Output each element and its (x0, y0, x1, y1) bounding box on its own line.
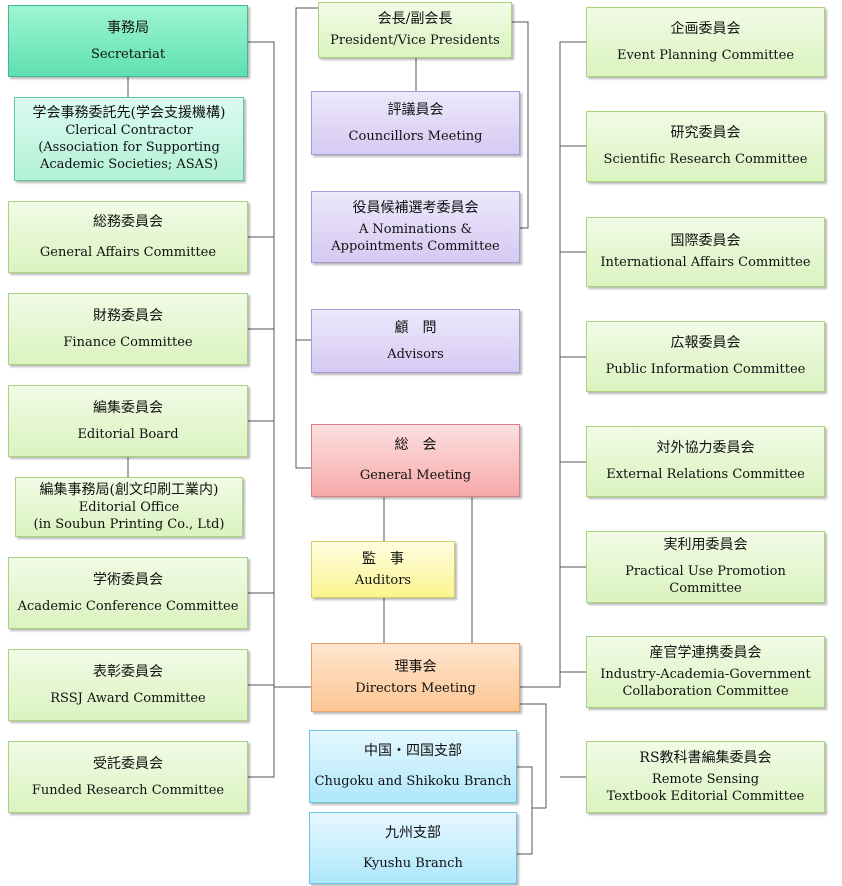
practical-use-box: 実利用委員会 Practical Use Promotion Committee (586, 531, 825, 603)
connector-line (517, 766, 533, 855)
connector-line (520, 41, 586, 688)
auditors-jp: 監 事 (362, 550, 404, 567)
secretariat-box: 事務局 Secretariat (8, 5, 248, 77)
chugoku-box: 中国・四国支部 Chugoku and Shikoku Branch (309, 730, 517, 803)
funded-research-box: 受託委員会 Funded Research Committee (8, 741, 248, 813)
nominations-box: 役員候補選考委員会 A Nominations & Appointments C… (311, 191, 520, 263)
editorial-office-box: 編集事務局(創文印刷工業内) Editorial Office (in Soub… (15, 477, 243, 537)
secretariat-jp: 事務局 (107, 19, 149, 36)
academic-conference-jp: 学術委員会 (93, 571, 163, 588)
scientific-research-jp: 研究委員会 (670, 125, 741, 141)
award-en: RSSJ Award Committee (50, 690, 206, 706)
finance-jp: 財務委員会 (93, 307, 163, 324)
connector-line (520, 703, 547, 808)
event-planning-jp: 企画委員会 (670, 20, 741, 37)
secretariat-en: Secretariat (90, 46, 166, 62)
external-relations-jp: 対外協力委員会 (656, 440, 755, 456)
industry-academia-en-1: Industry-Academia-Government (600, 666, 811, 682)
auditors-en: Auditors (354, 572, 412, 588)
general-meeting-en: General Meeting (359, 468, 472, 483)
president-jp: 会長/副会長 (377, 11, 453, 27)
clerical-contractor-en-1: Clerical Contractor (65, 123, 193, 138)
nominations-en-1: A Nominations & (358, 221, 473, 237)
editorial-board-en: Editorial Board (77, 426, 179, 442)
industry-academia-box: 産官学連携委員会 Industry-Academia-Government Co… (586, 636, 825, 708)
general-affairs-box: 総務委員会 General Affairs Committee (8, 201, 248, 273)
editorial-office-en-2: (in Soubun Printing Co., Ltd) (33, 516, 225, 532)
academic-conference-en: Academic Conference Committee (17, 598, 239, 614)
external-relations-box: 対外協力委員会 External Relations Committee (586, 426, 825, 497)
editorial-office-en-1: Editorial Office (78, 499, 180, 515)
general-affairs-en: General Affairs Committee (39, 244, 217, 260)
clerical-contractor-en-2: (Association for Supporting (38, 140, 220, 155)
academic-conference-box: 学術委員会 Academic Conference Committee (8, 557, 248, 629)
advisors-en: Advisors (387, 346, 444, 362)
connector-line (512, 21, 529, 229)
public-information-en: Public Information Committee (605, 362, 806, 377)
funded-research-en: Funded Research Committee (31, 782, 225, 798)
kyushu-jp: 九州支部 (385, 824, 441, 841)
event-planning-box: 企画委員会 Event Planning Committee (586, 7, 825, 77)
directors-en: Directors Meeting (355, 680, 476, 696)
external-relations-en: External Relations Committee (606, 467, 805, 482)
general-meeting-box: 総 会 General Meeting (311, 424, 520, 497)
practical-use-en: Practical Use Promotion Committee (625, 564, 786, 596)
councillors-jp: 評議員会 (387, 101, 444, 118)
nominations-en-2: Appointments Committee (331, 238, 500, 254)
advisors-box: 顧 問 Advisors (311, 309, 520, 373)
connector-line (295, 7, 318, 469)
directors-jp: 理事会 (394, 658, 437, 675)
public-information-box: 広報委員会 Public Information Committee (586, 321, 825, 392)
public-information-jp: 広報委員会 (670, 335, 741, 351)
clerical-contractor-jp: 学会事務委託先(学会支援機構) (32, 105, 226, 121)
scientific-research-en: Scientific Research Committee (603, 152, 808, 167)
funded-research-jp: 受託委員会 (93, 755, 163, 772)
auditors-box: 監 事 Auditors (311, 541, 455, 598)
kyushu-box: 九州支部 Kyushu Branch (309, 812, 517, 884)
practical-use-jp: 実利用委員会 (663, 537, 748, 553)
event-planning-en: Event Planning Committee (616, 47, 795, 63)
advisors-jp: 顧 問 (394, 319, 437, 336)
president-en: President/Vice Presidents (330, 33, 500, 48)
finance-box: 財務委員会 Finance Committee (8, 293, 248, 365)
industry-academia-jp: 産官学連携委員会 (649, 644, 762, 661)
editorial-board-jp: 編集委員会 (93, 399, 163, 416)
nominations-jp: 役員候補選考委員会 (352, 199, 479, 216)
textbook-box: RS教科書編集委員会 Remote Sensing Textbook Edito… (586, 741, 825, 813)
councillors-en: Councillors Meeting (348, 128, 483, 144)
general-meeting-jp: 総 会 (394, 437, 437, 453)
chugoku-jp: 中国・四国支部 (364, 743, 462, 759)
clerical-contractor-en-3: Academic Societies; ASAS) (39, 157, 219, 172)
connector-line (248, 41, 275, 778)
chugoku-en: Chugoku and Shikoku Branch (314, 774, 512, 789)
finance-en: Finance Committee (63, 334, 193, 350)
textbook-jp: RS教科書編集委員会 (639, 749, 772, 766)
general-affairs-jp: 総務委員会 (93, 213, 163, 230)
international-affairs-box: 国際委員会 International Affairs Committee (586, 217, 825, 287)
award-box: 表彰委員会 RSSJ Award Committee (8, 649, 248, 721)
directors-box: 理事会 Directors Meeting (311, 643, 520, 712)
award-jp: 表彰委員会 (93, 663, 163, 680)
councillors-box: 評議員会 Councillors Meeting (311, 91, 520, 155)
international-affairs-jp: 国際委員会 (670, 233, 741, 249)
international-affairs-en: International Affairs Committee (600, 255, 811, 270)
editorial-office-jp: 編集事務局(創文印刷工業内) (39, 481, 219, 498)
scientific-research-box: 研究委員会 Scientific Research Committee (586, 111, 825, 182)
president-box: 会長/副会長 President/Vice Presidents (318, 2, 512, 58)
textbook-en-2: Textbook Editorial Committee (606, 788, 805, 804)
industry-academia-en-2: Collaboration Committee (622, 683, 789, 699)
clerical-contractor-box: 学会事務委託先(学会支援機構) Clerical Contractor (Ass… (14, 97, 244, 181)
textbook-en-1: Remote Sensing (651, 771, 760, 787)
editorial-board-box: 編集委員会 Editorial Board (8, 385, 248, 457)
kyushu-en: Kyushu Branch (363, 855, 463, 871)
